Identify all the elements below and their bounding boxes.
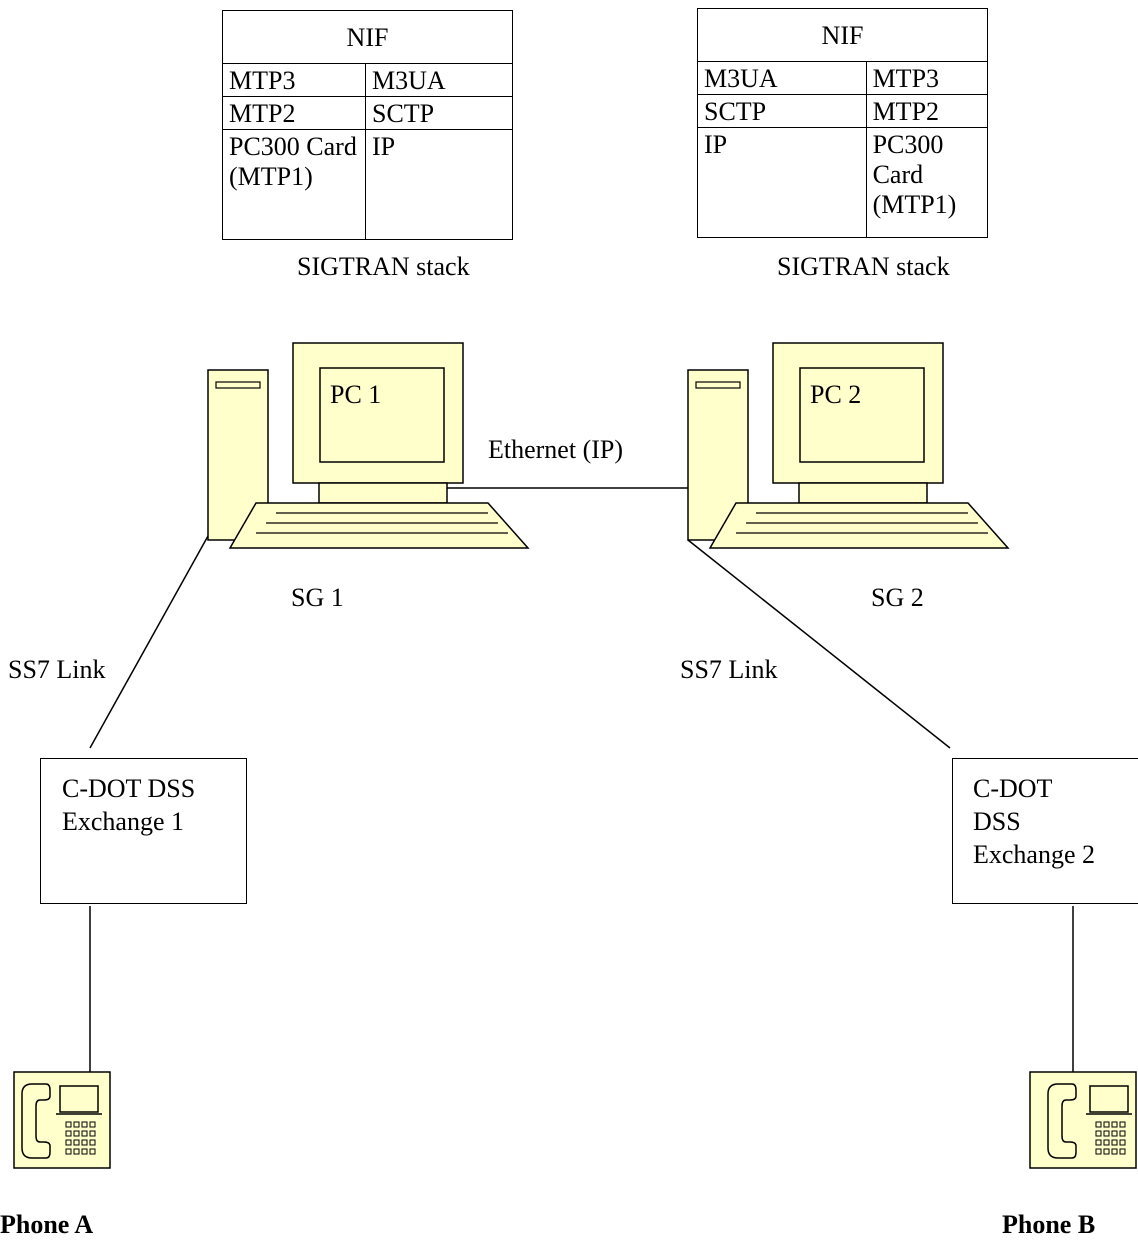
- sg1-label: SG 1: [291, 583, 344, 613]
- ss7-link-right-line: [688, 540, 950, 748]
- phone-b-label: Phone B: [1002, 1210, 1095, 1240]
- phone-a-icon: [12, 1070, 112, 1170]
- ss7-link-left-label: SS7 Link: [8, 655, 106, 685]
- stack-cell: MTP3: [223, 64, 366, 97]
- stack-header: NIF: [698, 9, 988, 62]
- exchange2-box: C-DOT DSS Exchange 2: [952, 758, 1138, 904]
- exchange2-label: C-DOT DSS Exchange 2: [973, 772, 1095, 871]
- stack-cell: IP: [366, 130, 513, 240]
- stack-left-caption: SIGTRAN stack: [297, 252, 470, 282]
- stack-cell: SCTP: [698, 95, 867, 128]
- stack-cell: PC300 Card (MTP1): [866, 128, 987, 238]
- ss7-link-left-line: [90, 536, 208, 748]
- sigtran-stack-right: NIF M3UA MTP3 SCTP MTP2 IP PC300 Card (M…: [697, 8, 988, 238]
- stack-cell: M3UA: [366, 64, 513, 97]
- stack-cell: PC300 Card (MTP1): [223, 130, 366, 240]
- pc2-computer-icon: [678, 338, 1028, 568]
- phone-b-icon: [1028, 1070, 1138, 1170]
- exchange1-box: C-DOT DSS Exchange 1: [40, 758, 247, 904]
- pc1-screen-label: PC 1: [330, 380, 381, 410]
- phone-a-label: Phone A: [0, 1210, 93, 1240]
- sg2-label: SG 2: [871, 583, 924, 613]
- stack-header: NIF: [223, 11, 513, 64]
- ss7-link-right-label: SS7 Link: [680, 655, 778, 685]
- stack-cell: SCTP: [366, 97, 513, 130]
- pc2-screen-label: PC 2: [810, 380, 861, 410]
- stack-right-caption: SIGTRAN stack: [777, 252, 950, 282]
- ethernet-label: Ethernet (IP): [488, 435, 623, 465]
- stack-cell: MTP3: [866, 62, 987, 95]
- sigtran-stack-left: NIF MTP3 M3UA MTP2 SCTP PC300 Card (MTP1…: [222, 10, 513, 240]
- stack-cell: M3UA: [698, 62, 867, 95]
- stack-cell: IP: [698, 128, 867, 238]
- stack-cell: MTP2: [223, 97, 366, 130]
- stack-cell: MTP2: [866, 95, 987, 128]
- exchange1-label: C-DOT DSS Exchange 1: [62, 772, 195, 838]
